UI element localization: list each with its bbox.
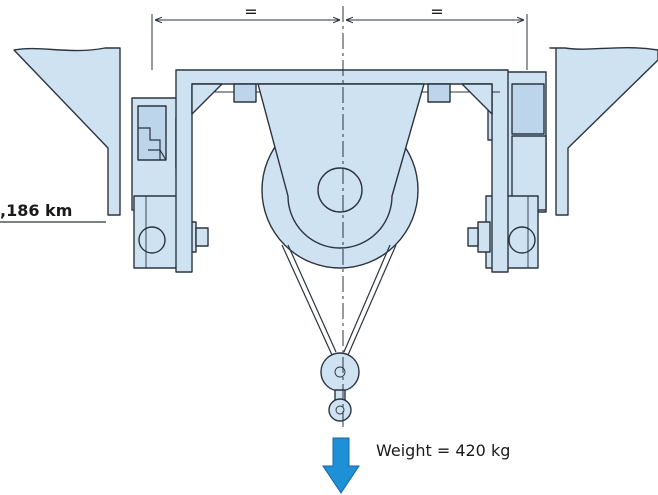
sheave-block bbox=[257, 83, 425, 249]
pulley-axle bbox=[317, 167, 363, 213]
dimension-right-label: = bbox=[430, 2, 443, 21]
runway-beam-right bbox=[549, 46, 658, 216]
dimension-left-label: = bbox=[244, 2, 257, 21]
arrow-down-icon bbox=[322, 437, 360, 494]
runway-beam-left bbox=[13, 47, 121, 216]
dimension-line: = = bbox=[151, 2, 528, 70]
distance-label-group: ,186 km bbox=[0, 201, 106, 223]
distance-label: ,186 km bbox=[0, 201, 72, 220]
hook-block bbox=[320, 352, 360, 422]
wire-ropes bbox=[281, 244, 397, 356]
end-carriage-left bbox=[131, 97, 209, 269]
weight-label: Weight = 420 kg bbox=[376, 441, 510, 460]
